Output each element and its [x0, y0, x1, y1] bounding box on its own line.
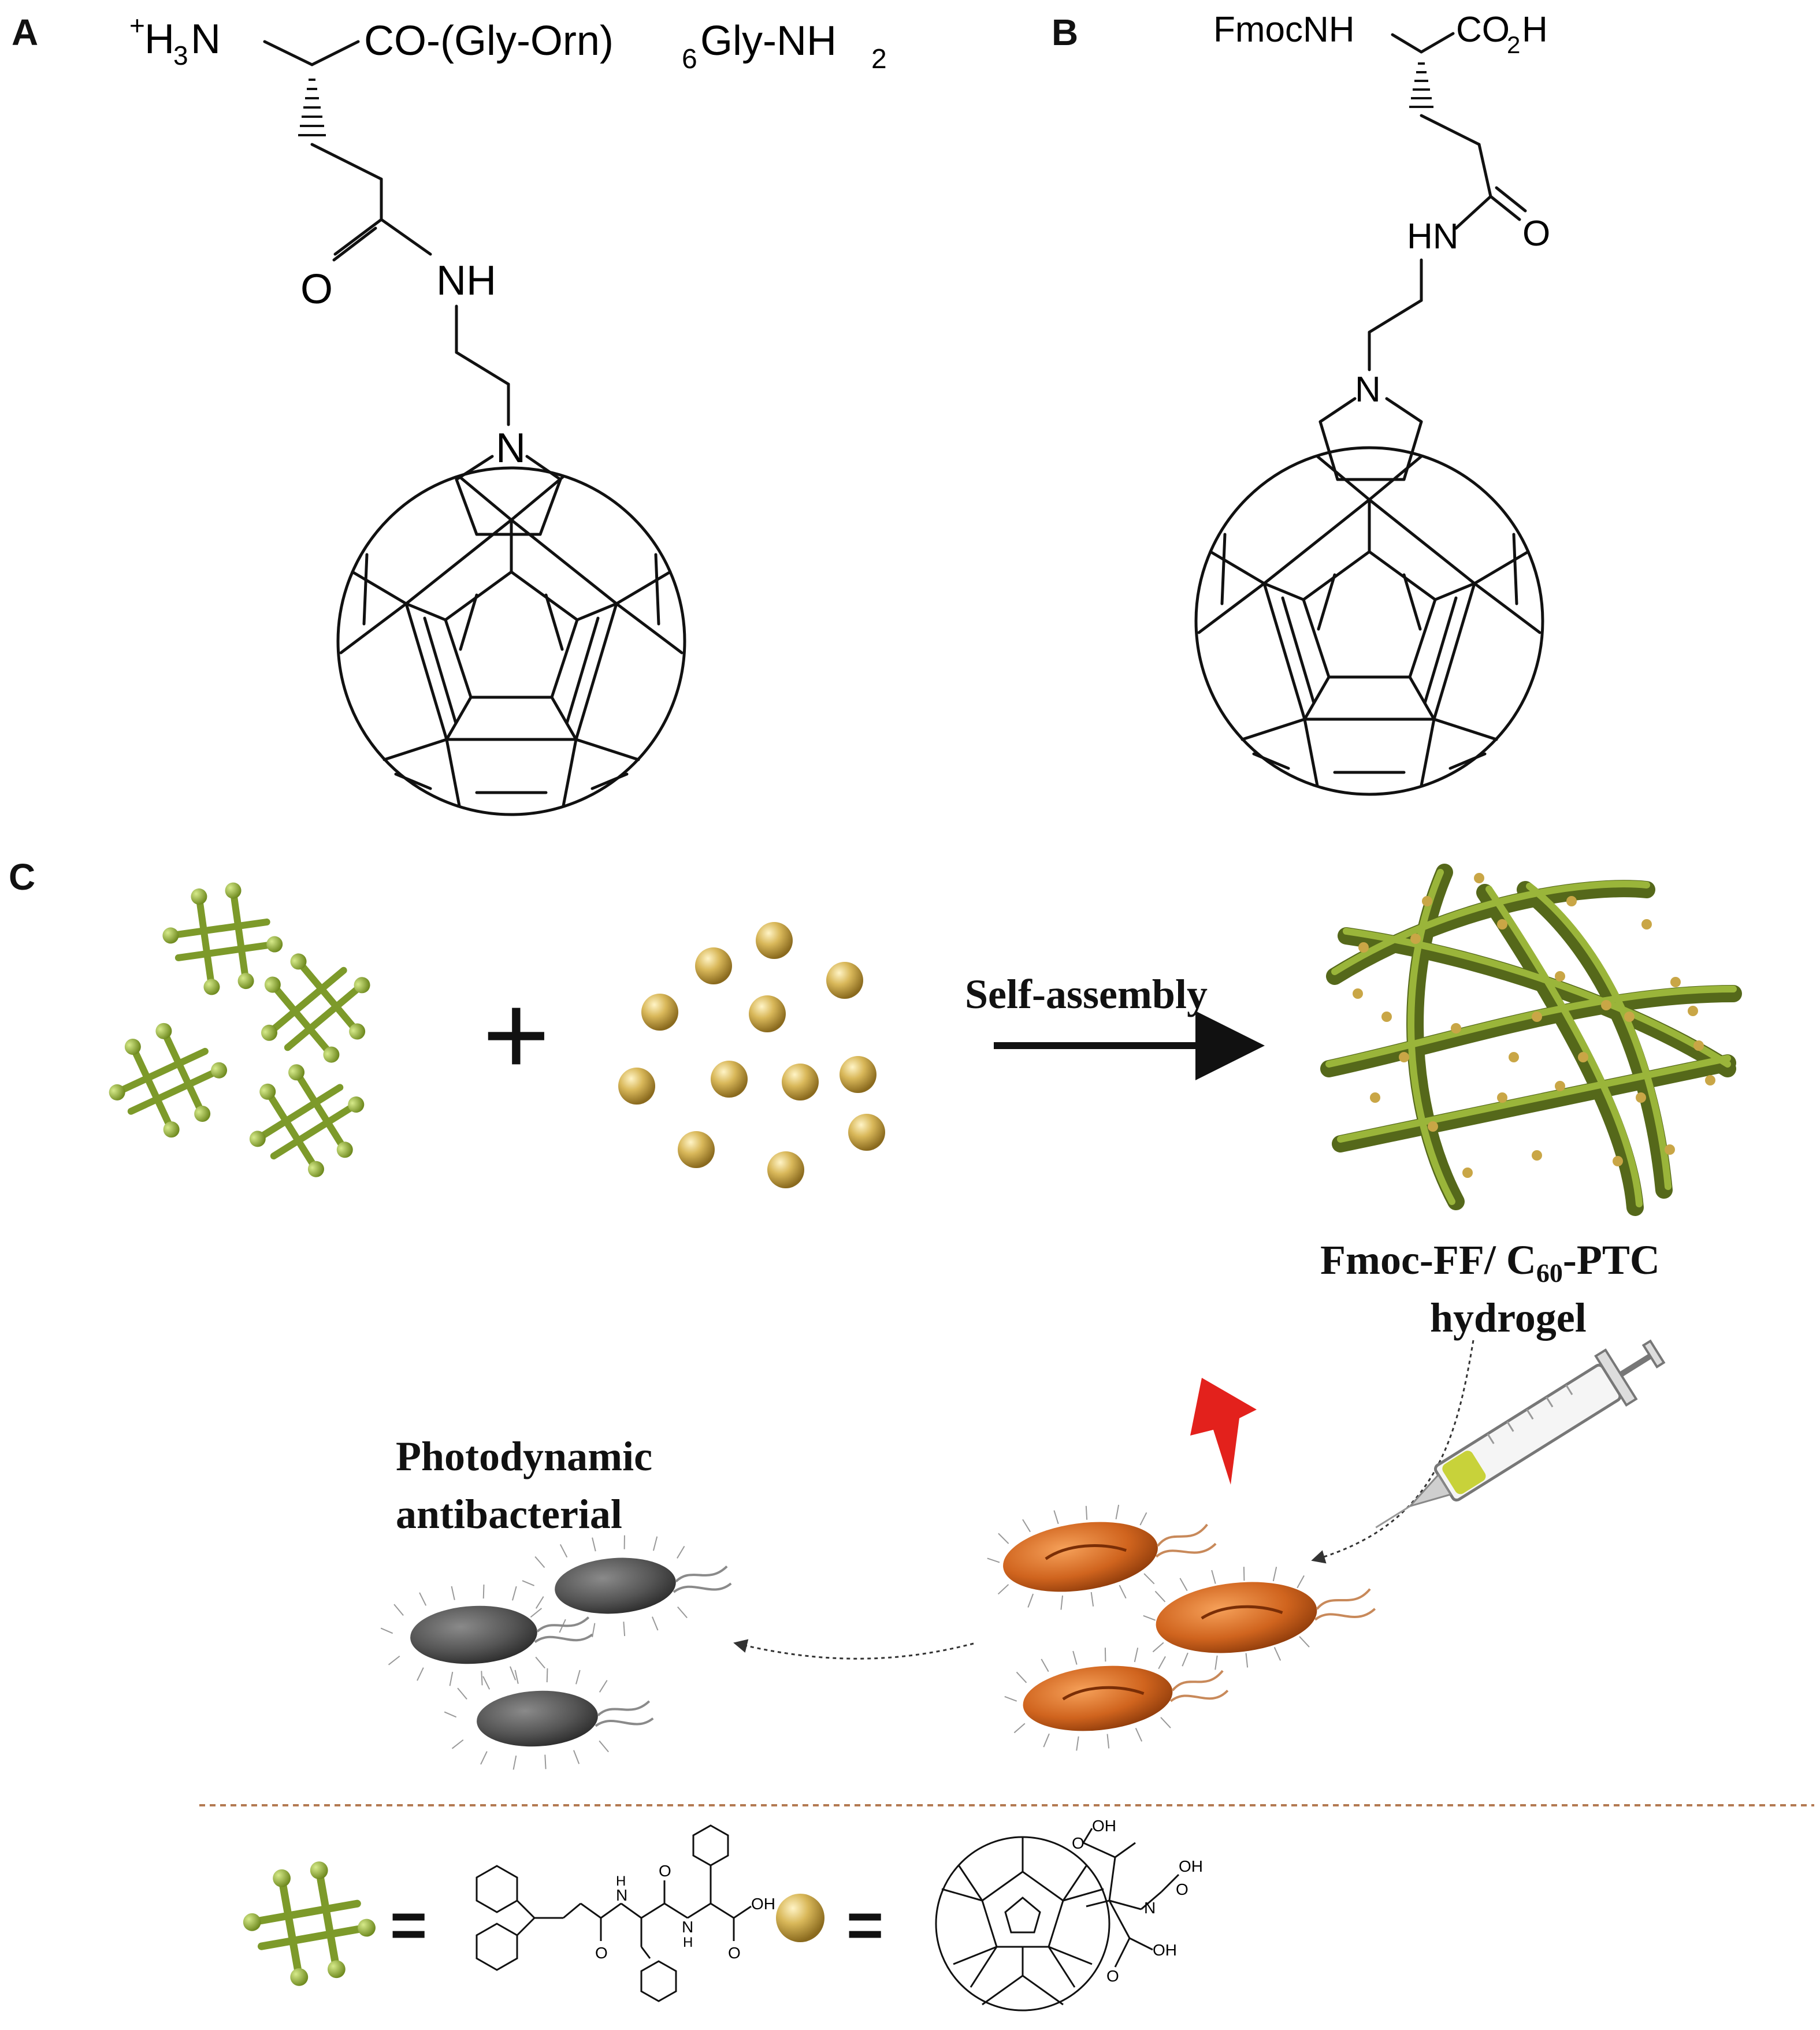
c60-ptc-oh2: OH — [1179, 1857, 1203, 1875]
fullerene-a — [338, 468, 685, 815]
photodynamic-label-line2: antibacterial — [396, 1491, 622, 1537]
c60-ptc-oh3: OH — [1153, 1941, 1177, 1959]
self-assembly-label: Self-assembly — [965, 971, 1208, 1017]
fmoc-ff-o1: O — [595, 1944, 608, 1962]
c60-ptc-oh1: OH — [1092, 1817, 1116, 1835]
fmoc-ff-h2: H — [683, 1935, 693, 1950]
panel-a-chain-sub2: 2 — [871, 44, 887, 75]
photodynamic-label-line1: Photodynamic — [396, 1433, 652, 1479]
plus-sign: + — [482, 971, 550, 1099]
fmoc-ff-cluster — [91, 877, 395, 1198]
legend-c60-ptc: = — [776, 1817, 1203, 2012]
panel-b-acid-tail: H — [1522, 10, 1548, 50]
panel-a-amine-h: H — [144, 16, 174, 62]
legend-fmoc-ff: = — [235, 1824, 775, 2002]
fmoc-ff-o2: O — [659, 1862, 671, 1880]
fmoc-ff-oh: OH — [751, 1895, 775, 1913]
syringe-icon — [1375, 1339, 1666, 1529]
hydrogel-to-bacteria-arrow — [1311, 1340, 1474, 1564]
panel-a-label: A — [12, 12, 38, 53]
hydrogel-label-line2: hydrogel — [1430, 1295, 1587, 1341]
panel-b-amide-hn: HN — [1407, 217, 1459, 256]
hydrogel-label-line1: Fmoc-FF/ C60-PTC — [1320, 1237, 1660, 1288]
panel-c: C + Self-assembly — [9, 856, 1814, 2012]
fmoc-ff-h1: H — [616, 1873, 626, 1889]
panel-b-acid-sub: 2 — [1507, 31, 1520, 58]
c60-ptc-structure — [935, 1828, 1180, 2012]
c60-ptc-cluster — [618, 922, 885, 1188]
panel-a-amine-sub: 3 — [173, 40, 188, 70]
panel-a-chain-head: CO-(Gly-Orn) — [364, 18, 614, 64]
panel-b-fmocnh: FmocNH — [1213, 10, 1355, 50]
light-irradiation-icon — [1190, 1378, 1257, 1485]
dead-bacteria-group — [378, 1530, 732, 1775]
legend-equals-1: = — [390, 1890, 427, 1961]
panel-c-label: C — [9, 856, 35, 898]
fmoc-ff-n2: N — [682, 1918, 693, 1936]
panel-b-carbonyl-o: O — [1522, 214, 1550, 254]
c60-ptc-o1: O — [1072, 1834, 1084, 1852]
fmoc-ff-n1: N — [616, 1886, 627, 1904]
panel-a-amine-n: N — [191, 16, 221, 62]
legend-equals-2: = — [846, 1890, 883, 1961]
panel-b-ring-n: N — [1355, 370, 1381, 410]
panel-a-chain-tail: Gly-NH — [700, 18, 837, 64]
panel-b: B FmocNH CO 2 H O HN N — [1052, 10, 1550, 794]
panel-a-amine-charge: + — [129, 10, 145, 40]
fmoc-ff-o3: O — [728, 1944, 741, 1962]
panel-a-ring-n: N — [496, 425, 526, 471]
hydrogel-network — [1320, 864, 1742, 1216]
panel-b-label: B — [1052, 12, 1078, 53]
panel-a: A + H 3 N CO-(Gly-Orn) 6 Gly-NH 2 O NH — [12, 10, 887, 815]
panel-a-amide-nh: NH — [436, 258, 496, 304]
c60-ptc-o2: O — [1176, 1880, 1188, 1898]
panel-a-chain-sub: 6 — [682, 44, 697, 75]
fullerene-b — [1196, 448, 1543, 794]
bacteria-to-dead-arrow — [733, 1639, 974, 1660]
panel-b-acid-head: CO — [1456, 10, 1510, 50]
fmoc-ff-structure — [476, 1824, 752, 2002]
live-bacteria-group — [981, 1497, 1376, 1760]
panel-a-carbonyl-o: O — [300, 266, 333, 313]
c60-ptc-o3: O — [1106, 1967, 1119, 1985]
c60-ptc-n: N — [1144, 1899, 1156, 1917]
